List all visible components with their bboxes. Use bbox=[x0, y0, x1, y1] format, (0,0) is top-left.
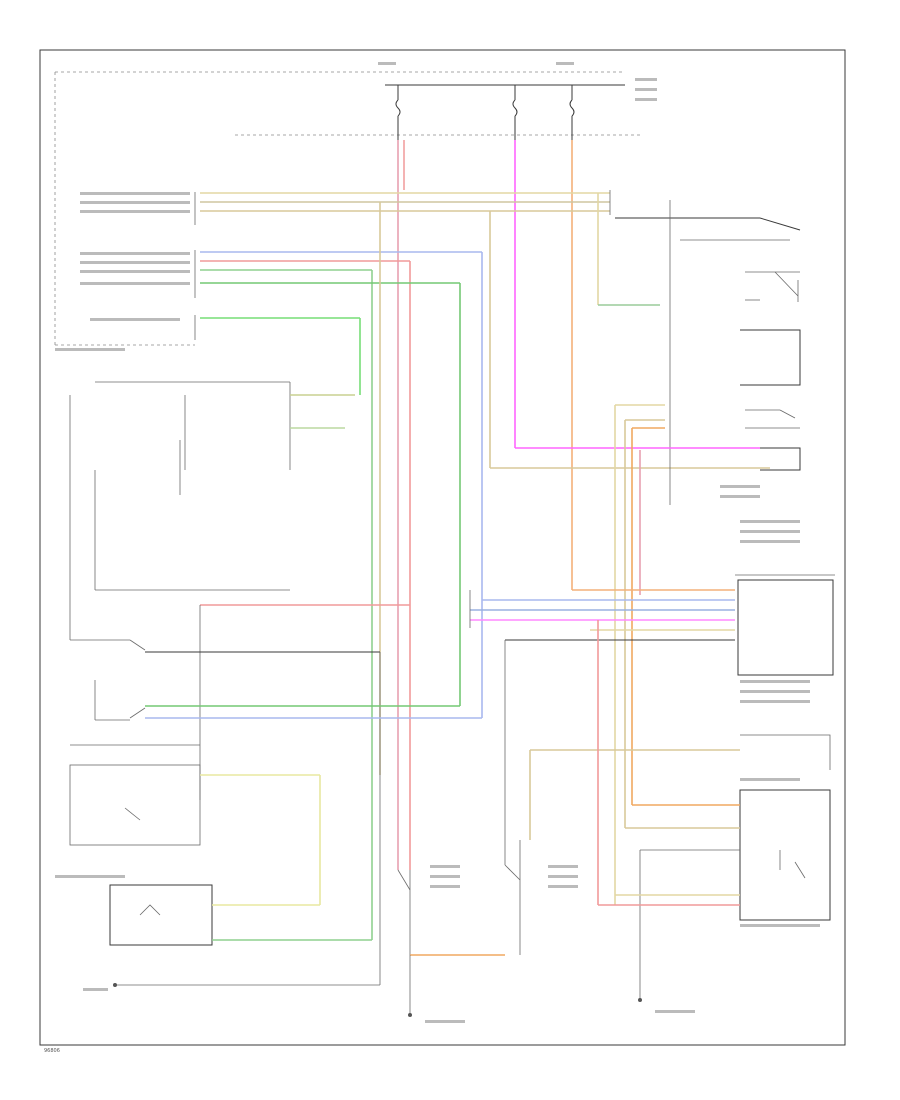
ground-point-1 bbox=[408, 1013, 412, 1017]
relay-switch-1 bbox=[759, 217, 801, 231]
fuse-2 bbox=[569, 85, 575, 140]
figure-id: 96806 bbox=[44, 1048, 60, 1054]
switch-4-contact bbox=[124, 807, 141, 821]
switch-3-contact bbox=[129, 707, 146, 719]
switch-2-line-2 bbox=[779, 409, 796, 419]
ground-point-left bbox=[113, 983, 117, 987]
door-switch-1-contact bbox=[397, 869, 411, 891]
fuse-1 bbox=[395, 85, 401, 140]
lift-gate-module-box bbox=[737, 579, 834, 676]
lamp-box bbox=[740, 734, 831, 770]
wiper-motor-box bbox=[739, 789, 831, 921]
switch-4-box bbox=[69, 764, 201, 846]
relay-line-4 bbox=[774, 271, 799, 297]
rear-window-motor-box bbox=[740, 329, 801, 386]
motor-symbol bbox=[139, 904, 161, 916]
diagram-border bbox=[39, 49, 846, 1046]
wiper-switch-contact bbox=[794, 861, 806, 879]
liftgate-motor-box bbox=[109, 884, 213, 946]
relay-contact-switch bbox=[129, 639, 146, 651]
door-switch-2-contact bbox=[504, 864, 521, 881]
rear-glass-lock-box bbox=[760, 447, 801, 471]
circuit-breaker bbox=[512, 85, 518, 140]
ground-point-2 bbox=[638, 998, 642, 1002]
component-label-marks bbox=[55, 62, 820, 1023]
